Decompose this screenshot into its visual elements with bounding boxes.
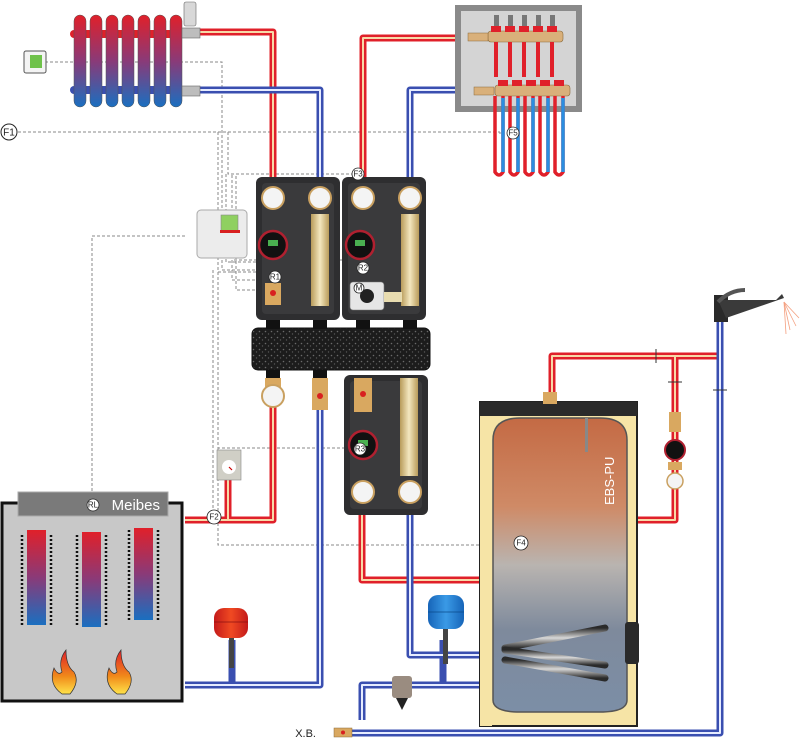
flame-icon [51,649,132,695]
mixer-tap[interactable] [714,288,800,335]
sensor-rl [86,498,100,512]
sensor-f3: F3 [351,167,365,181]
thermometer-supply-icon [351,186,375,210]
room-thermostat[interactable] [23,50,47,74]
thermometer-boiler-flow-icon [261,384,285,408]
sensor-r2-label: R2 [358,264,369,273]
boiler-brand: Meibes [112,497,160,514]
sensor-f1: F1 [0,123,18,141]
pump-group-mixed[interactable] [342,177,426,320]
sensor-f4-label: F4 [516,539,526,548]
thermostatic-head-icon[interactable] [183,1,197,27]
lockshield-valve[interactable] [181,85,201,97]
sensor-f2: F2 [206,509,222,525]
return-tube [401,214,419,306]
pipe-manifold-supply [359,34,470,180]
inspection-flange [625,622,639,664]
expansion-vessel-dhw[interactable] [428,595,464,664]
manifold-supply-bar [487,30,564,43]
cold-water-label: X.B. [295,728,316,739]
return-tube [311,214,329,306]
dhw-circulation-pump[interactable] [664,412,686,490]
pipe-breaks [655,349,727,391]
manifold-return-bar [494,84,571,97]
manifold-return-valve[interactable] [473,86,495,96]
radiator-valve[interactable] [181,27,201,39]
distribution-manifold [251,320,431,378]
sensor-f3-label: F3 [353,170,363,179]
heating-coil [498,579,609,682]
sensor-f2-label: F2 [209,513,219,522]
boiler-flow-fittings [261,378,328,410]
wire-f4 [217,448,520,546]
dhw-cylinder[interactable]: EBS-PU [479,392,639,727]
water-spray-icon [783,301,800,335]
sensor-rl-label: RL [88,501,99,510]
sensor-r3-label: R3 [355,445,366,454]
controller-display [220,214,239,233]
return-tube [400,378,418,476]
sensor-f5: F5 [506,126,520,140]
wire-f3 [227,132,356,175]
sensor-mixer-label: M [356,284,363,293]
anode-icon [585,418,588,452]
expansion-vessel-heating[interactable] [214,608,248,668]
sensor-f5-label: F5 [508,129,518,138]
cylinder-label: EBS-PU [602,457,617,505]
heating-controller[interactable] [196,209,248,259]
sensor-mixer: M [353,282,365,294]
thermometer-return-icon [398,480,422,504]
sensor-f4: F4 [513,535,529,551]
pipe-boiler-return [185,380,324,689]
thermometer-return-icon [308,186,332,210]
pump-group-direct[interactable] [256,177,340,320]
thermometer-supply-icon [351,480,375,504]
sensor-r1-label: R1 [270,273,281,282]
thermometer-return-icon [398,186,422,210]
radiator[interactable] [70,1,201,108]
cold-water-inlet: X.B. [295,727,353,739]
pipe-dhw-out [548,320,724,400]
sensor-r1: R1 [268,270,282,284]
underfloor-manifold[interactable] [455,5,582,177]
safety-group[interactable] [392,676,412,710]
control-wiring [18,61,520,546]
sensor-r2: R2 [356,261,370,275]
pump-group-cylinder[interactable] [344,375,428,515]
safety-thermostat[interactable] [216,449,242,481]
thermometer-supply-icon [261,186,285,210]
pipe-radiator-supply [200,28,277,180]
sensor-r3: R3 [353,442,367,456]
boiler[interactable]: Meibes RL [0,491,184,703]
wire-room-unit [45,61,262,271]
sensor-f1-label: F1 [3,128,15,139]
wire-boiler [91,235,185,505]
manifold-supply-valve[interactable] [467,32,489,42]
heat-exchanger-sections [20,528,160,627]
controller-brand-strip [220,230,240,233]
